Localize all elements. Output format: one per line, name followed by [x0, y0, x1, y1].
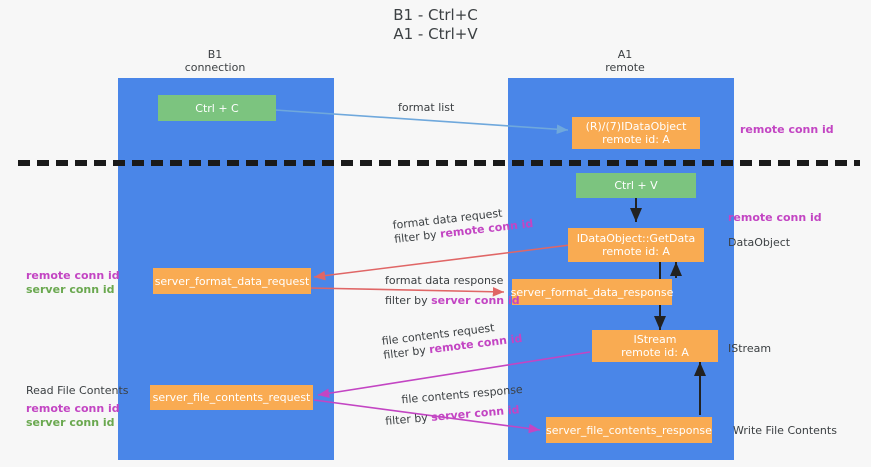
edge-label-file-contents-response-key: server conn id — [430, 403, 520, 424]
column-header-b1-sub: connection — [184, 61, 246, 74]
node-server-file-contents-request[interactable]: server_file_contents_request — [150, 385, 313, 410]
side-label-left-remote-conn-id-2: remote conn id — [26, 402, 120, 415]
title-line-2: A1 - Ctrl+V — [393, 25, 478, 43]
node-idataobject-getdata-remote-id: remote id: A — [602, 245, 670, 258]
node-istream-remote-id: remote id: A — [621, 346, 689, 359]
title-line-1: B1 - Ctrl+C — [393, 6, 478, 24]
node-server-file-contents-response-label: server_file_contents_response — [546, 423, 712, 437]
node-ctrl-v[interactable]: Ctrl + V — [576, 173, 696, 198]
edge-label-format-data-response-line1: format data response — [385, 274, 504, 287]
node-server-format-data-request-label: server_format_data_request — [154, 274, 310, 288]
side-label-left-server-conn-id-2: server conn id — [26, 416, 115, 429]
edge-label-format-data-response: format data response filter by server co… — [385, 274, 520, 308]
node-idataobject-getdata[interactable]: IDataObject::GetData remote id: A — [568, 228, 704, 262]
edge-label-format-list-text: format list — [398, 101, 455, 114]
side-label-remote-conn-id-mid: remote conn id — [728, 211, 822, 224]
side-label-remote-conn-id-top: remote conn id — [740, 123, 834, 136]
side-label-dataobject: DataObject — [728, 236, 791, 249]
side-label-read-file-contents: Read File Contents — [26, 384, 129, 397]
column-header-b1: B1 connection — [115, 48, 315, 74]
node-ctrl-c-label: Ctrl + C — [195, 101, 239, 115]
edge-label-format-data-response-line2: filter by server conn id — [385, 294, 520, 308]
side-label-istream: IStream — [728, 342, 772, 355]
column-header-a1-sub: remote — [605, 61, 645, 74]
node-get-idataobject-label: (R)/(7)IDataObject — [585, 120, 687, 133]
edge-label-format-data-response-key: server conn id — [431, 294, 520, 307]
node-ctrl-v-label: Ctrl + V — [614, 179, 658, 192]
side-label-write-file-contents: Write File Contents — [733, 424, 837, 437]
edge-label-file-contents-response: file contents response filter by server … — [383, 383, 525, 429]
node-server-file-contents-request-label: server_file_contents_request — [152, 391, 311, 404]
side-label-left-remote-conn-id: remote conn id — [26, 269, 120, 282]
node-idataobject-getdata-label: IDataObject::GetData — [576, 232, 696, 245]
column-header-a1-name: A1 — [617, 48, 633, 61]
side-label-left-server-conn-id: server conn id — [26, 283, 115, 296]
node-server-format-data-response-label: server_format_data_response — [510, 285, 674, 299]
edge-label-file-contents-request: file contents request filter by remote c… — [381, 318, 523, 363]
node-server-format-data-request[interactable]: server_format_data_request — [153, 268, 311, 294]
column-header-b1-name: B1 — [207, 48, 223, 61]
node-get-idataobject-remote-id: remote id: A — [602, 133, 670, 146]
edge-label-format-data-response-prefix: filter by — [385, 294, 432, 307]
node-ctrl-c[interactable]: Ctrl + C — [158, 95, 276, 121]
node-server-file-contents-response[interactable]: server_file_contents_response — [546, 417, 712, 443]
node-istream[interactable]: IStream remote id: A — [592, 330, 718, 362]
column-header-a1: A1 remote — [525, 48, 725, 74]
edge-label-format-list: format list — [398, 101, 454, 115]
diagram-title: B1 - Ctrl+C A1 - Ctrl+V — [0, 6, 871, 44]
node-istream-label: IStream — [633, 333, 677, 346]
node-server-format-data-response[interactable]: server_format_data_response — [510, 279, 674, 305]
edge-label-file-contents-response-prefix: filter by — [384, 410, 432, 428]
node-get-idataobject[interactable]: (R)/(7)IDataObject remote id: A — [572, 117, 700, 149]
